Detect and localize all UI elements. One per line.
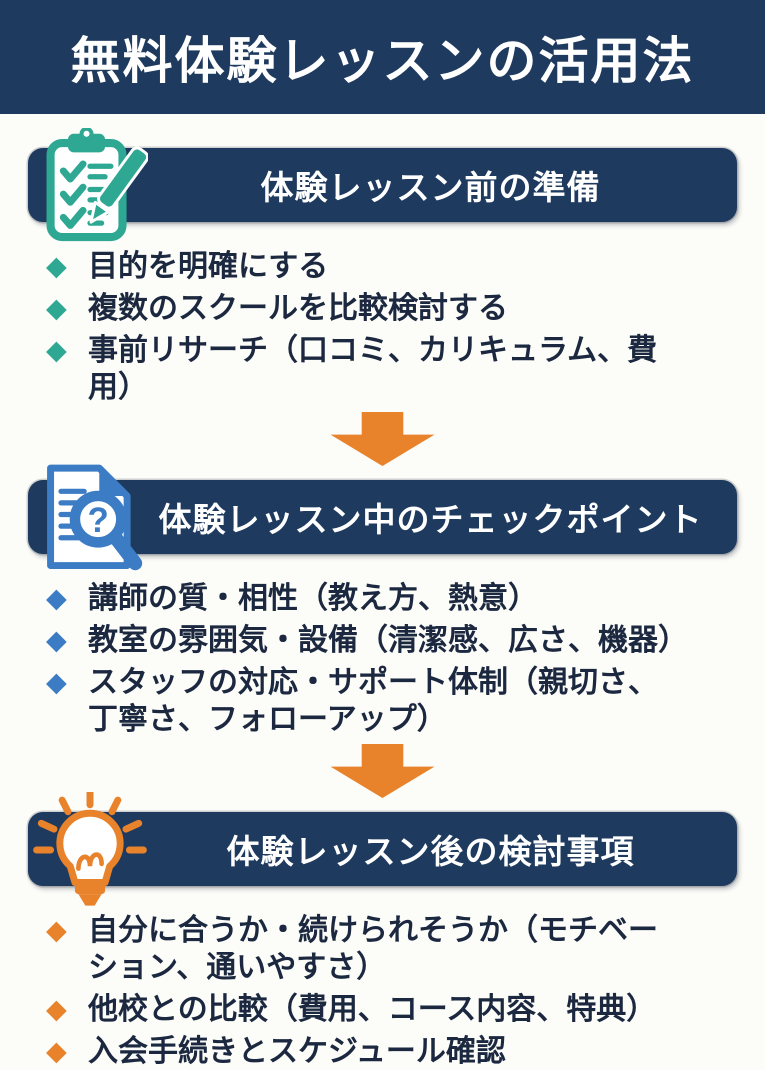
list-item: 入会手続きとスケジュール確認 [46, 1033, 686, 1070]
list-item: 教室の雰囲気・設備（清潔感、広さ、機器） [46, 622, 688, 659]
down-arrow-icon [330, 412, 435, 466]
document-search-icon: ? [32, 460, 148, 576]
section-title: 体験レッスン前の準備 [260, 169, 601, 206]
section-heading: 体験レッスン後の検討事項 [0, 789, 765, 906]
section-title: 体験レッスン後の検討事項 [226, 833, 635, 870]
down-arrow-icon [330, 744, 435, 798]
list-item: 講師の質・相性（教え方、熱意） [46, 580, 686, 617]
section-during-lesson: 体験レッスン中のチェックポイント ? 講師の質・相性（教え方、熱意） 教室の雰囲… [0, 464, 765, 738]
list-item: 複数のスクールを比較検討する [46, 290, 686, 327]
section-banner: 体験レッスン中のチェックポイント [28, 480, 737, 554]
section-heading: 体験レッスン前の準備 [0, 126, 765, 242]
svg-text:?: ? [87, 501, 108, 540]
bullet-list: 目的を明確にする 複数のスクールを比較検討する 事前リサーチ（口コミ、カリキュラ… [46, 248, 686, 406]
lightbulb-icon [32, 789, 148, 908]
list-item: 自分に合うか・続けられそうか（モチベーション、通いやすさ） [46, 912, 686, 986]
section-after-lesson: 体験レッスン後の検討事項 自分に合うか・続けられそうか（モチベーション、通いやす… [0, 789, 765, 1070]
bullet-list: 講師の質・相性（教え方、熱意） 教室の雰囲気・設備（清潔感、広さ、機器） スタッ… [46, 580, 688, 738]
list-item: 他校との比較（費用、コース内容、特典） [46, 991, 686, 1028]
section-before-lesson: 体験レッスン前の準備 [0, 126, 765, 406]
clipboard-checklist-icon [32, 126, 149, 244]
list-item: 目的を明確にする [46, 248, 686, 285]
section-banner: 体験レッスン前の準備 [28, 148, 737, 222]
section-heading: 体験レッスン中のチェックポイント ? [0, 464, 765, 574]
bullet-list: 自分に合うか・続けられそうか（モチベーション、通いやすさ） 他校との比較（費用、… [46, 912, 686, 1070]
list-item: 事前リサーチ（口コミ、カリキュラム、費用） [46, 332, 686, 406]
section-title: 体験レッスン中のチェックポイント [158, 501, 703, 538]
page-title: 無料体験レッスンの活用法 [70, 33, 695, 89]
page-header: 無料体験レッスンの活用法 [0, 0, 765, 114]
list-item: スタッフの対応・サポート体制（親切さ、丁寧さ、フォローアップ） [46, 664, 686, 738]
